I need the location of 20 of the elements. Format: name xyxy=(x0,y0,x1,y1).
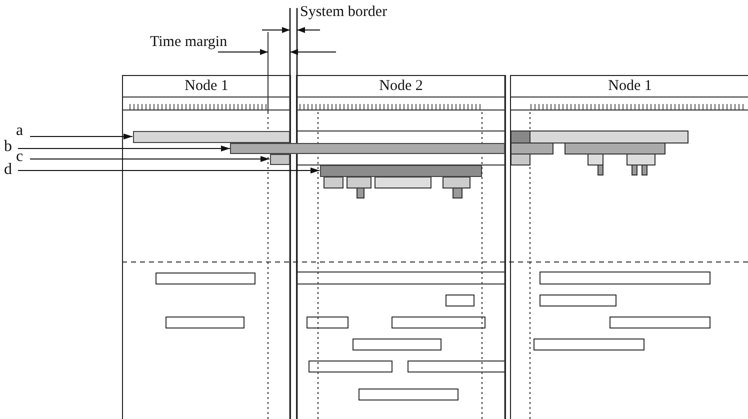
column-heading: Node 2 xyxy=(378,78,424,95)
arrow xyxy=(18,146,230,152)
signal-label: b xyxy=(4,140,16,156)
arrow xyxy=(30,156,270,162)
task-bar xyxy=(270,154,290,164)
arrow xyxy=(18,168,320,174)
annotation-label: System border xyxy=(300,4,388,21)
annotation-label: Time margin xyxy=(150,34,228,51)
task-bar xyxy=(132,130,290,142)
node-column xyxy=(510,75,748,419)
arrow xyxy=(30,134,133,140)
signal-label: a xyxy=(16,124,28,140)
signal-label: d xyxy=(4,163,16,179)
column-heading: Node 1 xyxy=(184,78,230,95)
task-bar xyxy=(320,164,482,176)
task-bar xyxy=(230,143,505,154)
node-column xyxy=(122,75,291,419)
signal-label: c xyxy=(16,150,28,164)
column-heading: Node 1 xyxy=(607,78,653,95)
node-column xyxy=(296,75,506,419)
